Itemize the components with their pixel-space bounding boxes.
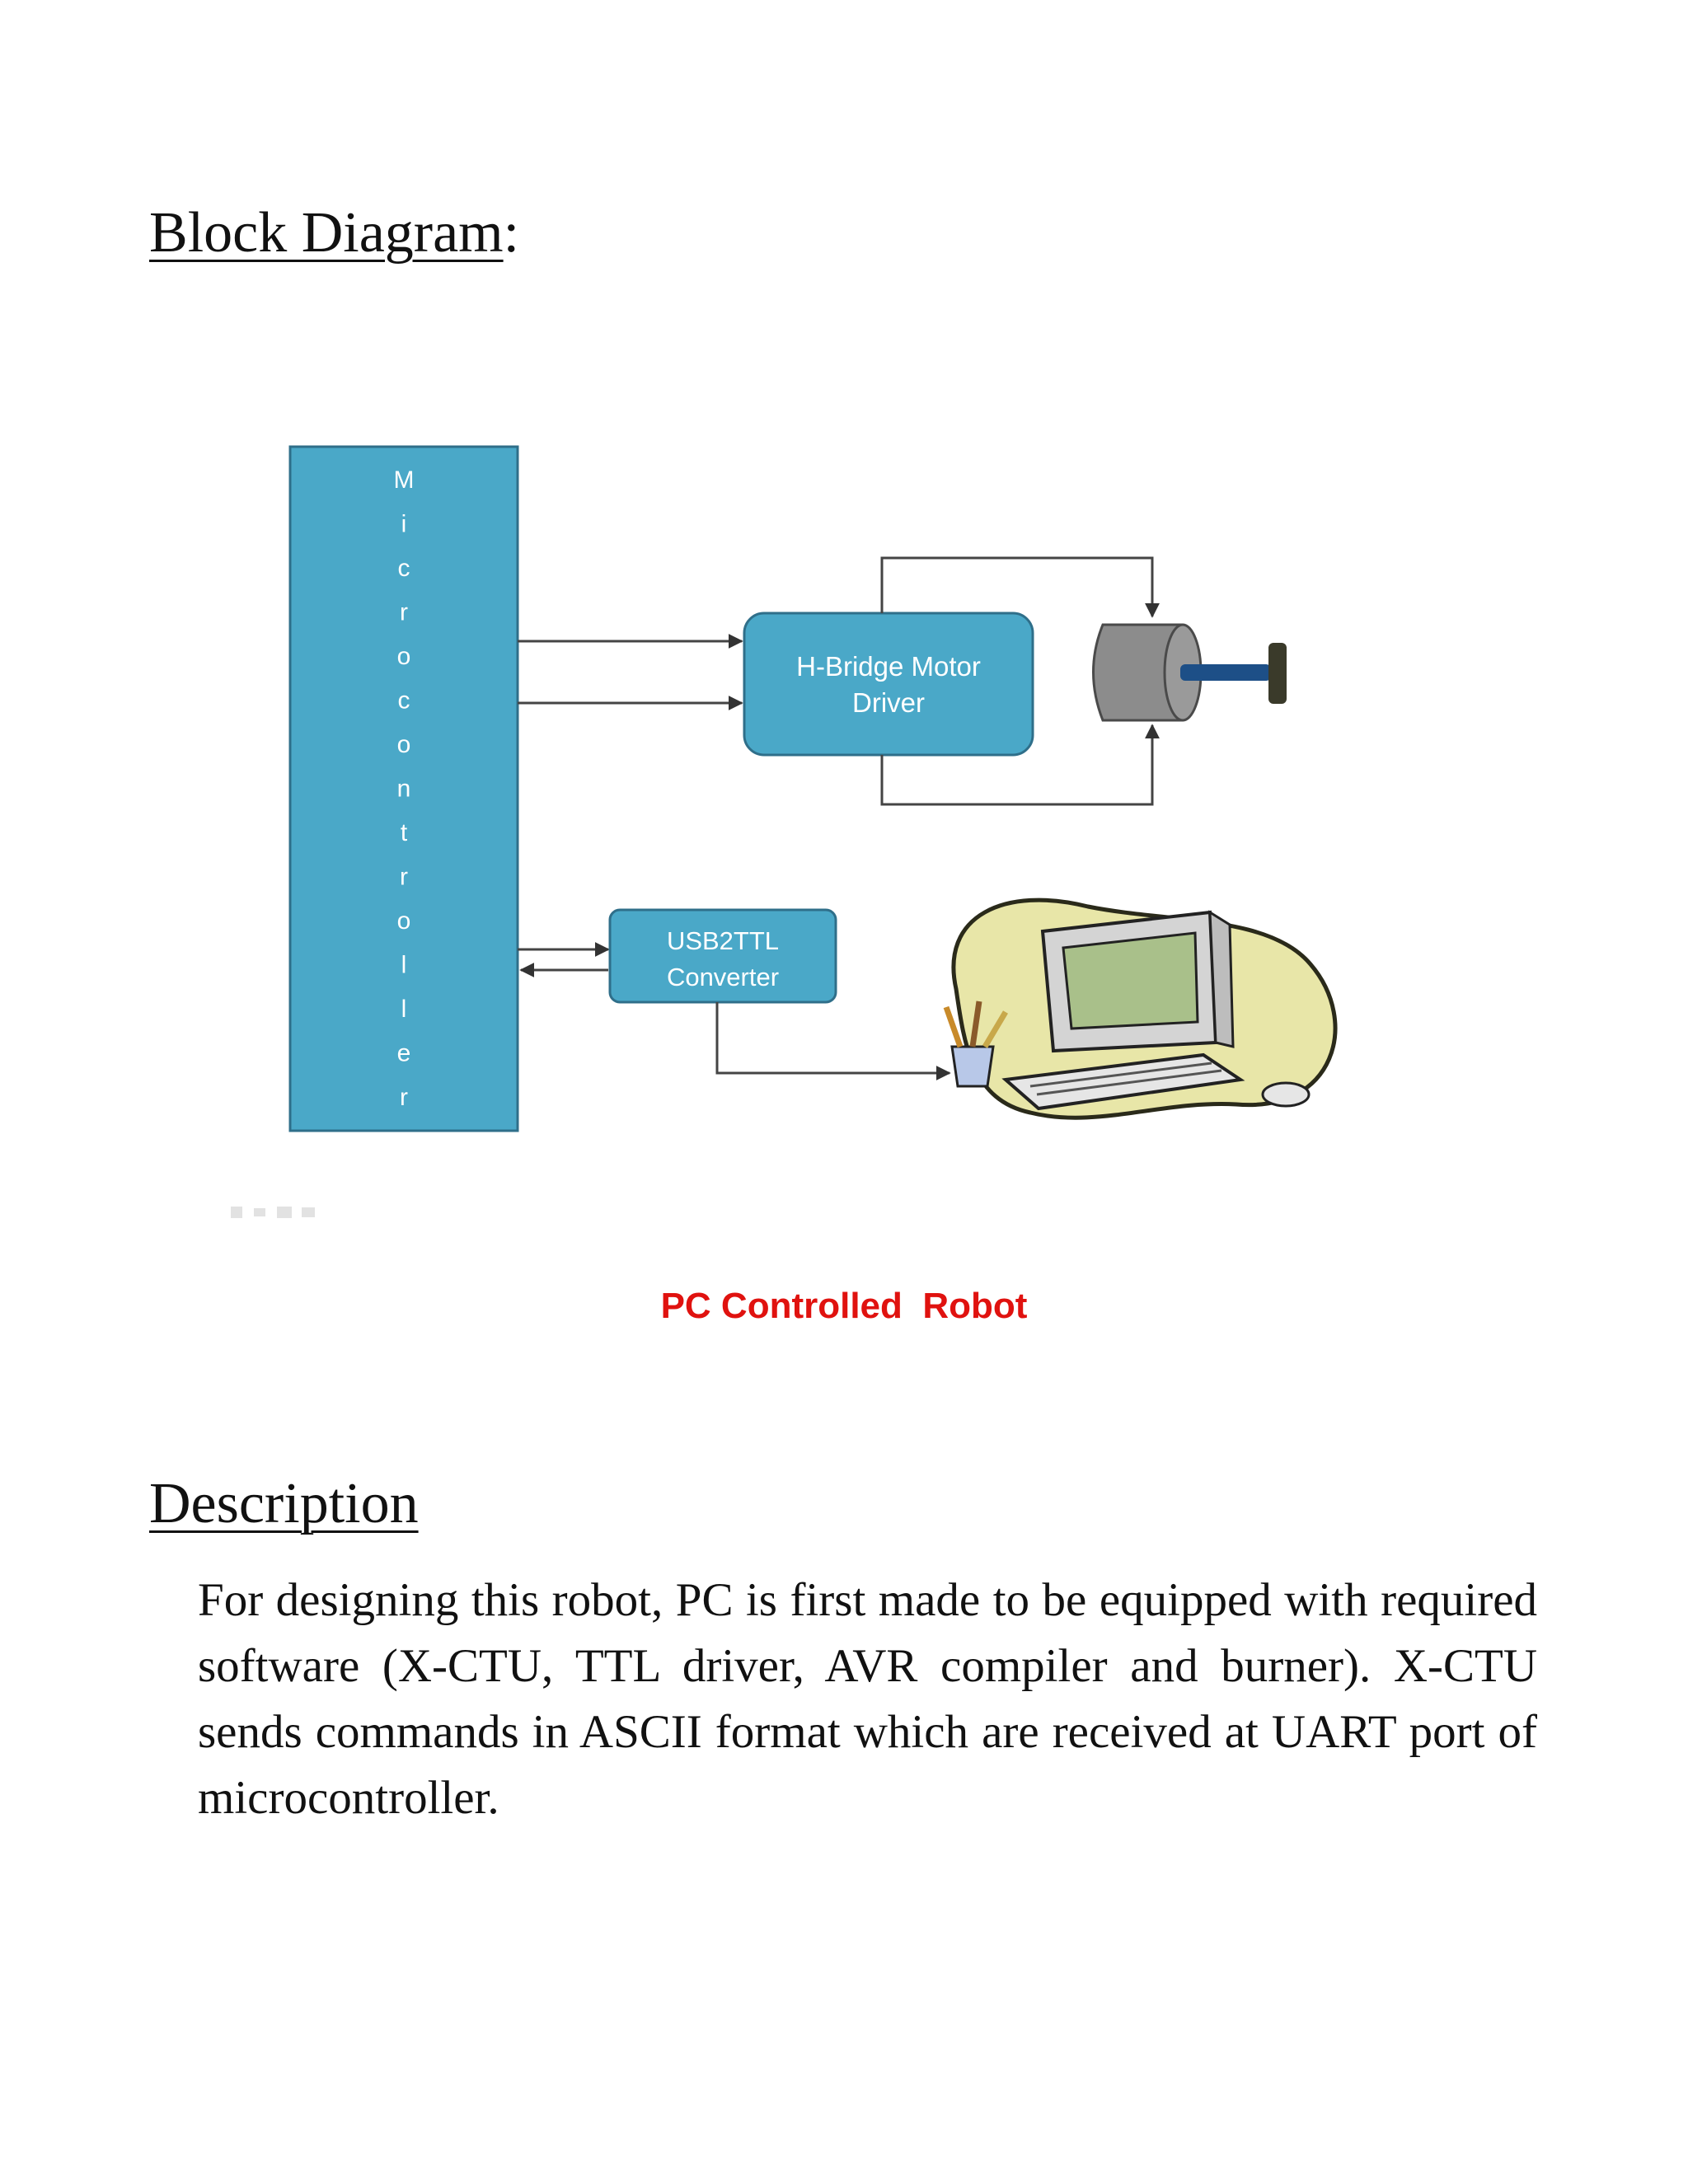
motor-wire-bottom — [880, 724, 1160, 806]
microcontroller-letter: l — [401, 952, 407, 979]
hbridge-label-line1: H-Bridge Motor — [796, 651, 981, 682]
motor-wire-top — [880, 556, 1160, 618]
microcontroller-letter: r — [400, 864, 408, 891]
microcontroller-letter: o — [397, 907, 411, 935]
usb-label-line2: Converter — [667, 963, 779, 991]
block-diagram-heading-text: Block Diagram — [149, 201, 504, 265]
microcontroller-letter: e — [397, 1040, 411, 1067]
heading-colon: : — [503, 201, 520, 265]
microcontroller-letter: o — [397, 643, 411, 670]
microcontroller-letter: o — [397, 731, 411, 758]
block-diagram-heading: Block Diagram: — [149, 204, 519, 262]
description-paragraph: For designing this robot, PC is first ma… — [198, 1574, 1537, 1824]
faded-toolbar-icons — [231, 1207, 315, 1218]
usb-to-pc-wire — [715, 1002, 951, 1080]
microcontroller-letter: l — [401, 996, 407, 1023]
microcontroller-letter: r — [400, 1084, 408, 1111]
usb-label-line1: USB2TTL — [667, 926, 779, 955]
microcontroller-letter: i — [401, 511, 407, 538]
hbridge-driver-block: H-Bridge Motor Driver — [743, 612, 1034, 757]
computer-clipart-icon — [943, 898, 1338, 1120]
microcontroller-letter: r — [400, 599, 408, 626]
motor-icon — [1092, 623, 1287, 722]
microcontroller-letter: n — [397, 776, 411, 803]
hbridge-label-line2: Driver — [852, 687, 925, 718]
microcontroller-letter: c — [398, 555, 410, 582]
diagram-caption: PC Controlled Robot — [660, 1286, 1028, 1326]
microcontroller-letter: c — [398, 687, 410, 715]
microcontroller-letter: M — [394, 466, 415, 494]
microcontroller-letter: t — [401, 819, 408, 846]
usb2ttl-converter-block: USB2TTL Converter — [608, 908, 837, 1004]
description-heading: Description — [149, 1472, 419, 1535]
